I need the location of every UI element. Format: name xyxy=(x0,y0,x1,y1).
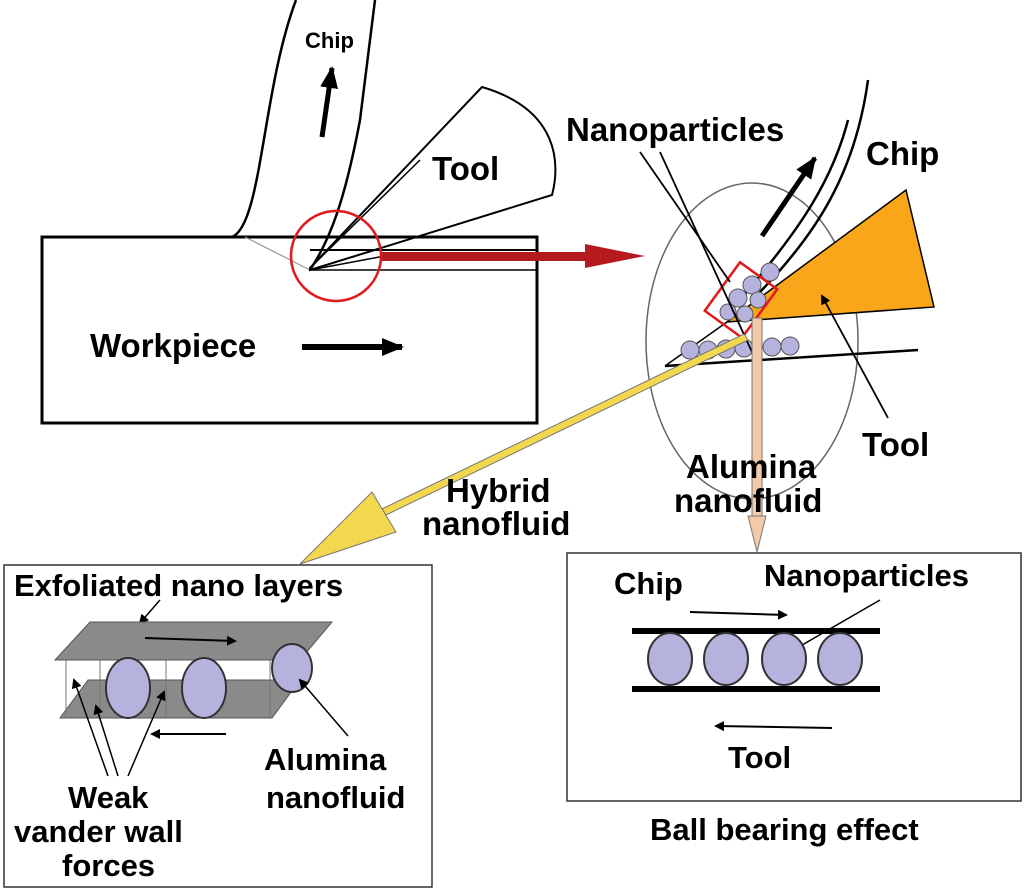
alumina-nanoparticle xyxy=(271,643,313,693)
layer-nanoparticle xyxy=(181,657,227,719)
chip-label-top: Chip xyxy=(305,28,354,53)
weak-forces-label-line1: Weak xyxy=(68,780,149,815)
zoom-workpiece-line xyxy=(664,348,919,368)
chip-outline-right xyxy=(308,0,377,271)
tool-outline xyxy=(309,85,557,272)
zoom-tool-label: Tool xyxy=(862,426,929,463)
bb-nanoparticles-label: Nanoparticles xyxy=(764,558,969,593)
alumina-pointer xyxy=(298,678,349,737)
workpiece-label: Workpiece xyxy=(90,327,256,364)
zoom-nanoparticle xyxy=(728,288,748,308)
bb-chip-label: Chip xyxy=(614,566,683,601)
zoom-nanoparticles-pointer-1 xyxy=(639,151,731,283)
zoom-nanoparticles-label: Nanoparticles xyxy=(566,111,784,148)
zoom-nanoparticle xyxy=(780,336,800,356)
zoom-view: Chip Nanoparticles Tool xyxy=(566,79,939,500)
bb-nanoparticle xyxy=(647,632,693,686)
lower-nano-layer xyxy=(59,679,301,719)
alumina-arrow-head xyxy=(747,515,767,553)
bb-nanoparticle xyxy=(703,632,749,686)
layer-nanoparticle xyxy=(105,657,151,719)
zoom-nanoparticle xyxy=(762,337,782,357)
hybrid-panel-frame xyxy=(3,564,433,888)
chip-flow-arrow xyxy=(319,66,339,138)
zoom-chip-outline-2 xyxy=(759,79,870,293)
bb-tool-label: Tool xyxy=(728,740,791,775)
alumina-label-line1: Alumina xyxy=(264,742,387,777)
magnify-arrow-head xyxy=(585,244,645,268)
weak-forces-label-line2: vander wall xyxy=(14,814,183,849)
workpiece-block xyxy=(40,235,539,425)
hybrid-nanofluid-arrow xyxy=(299,333,749,565)
hybrid-nanofluid-label-line1: Hybrid xyxy=(446,472,551,509)
ball-bearing-panel: Chip Nanoparticles Tool xyxy=(566,552,1022,802)
ball-bearing-caption: Ball bearing effect xyxy=(650,812,919,847)
exfoliated-layers-label: Exfoliated nano layers xyxy=(14,568,343,603)
tool-rake-line xyxy=(309,159,421,269)
zoom-chip-label: Chip xyxy=(866,135,939,172)
bb-nanoparticle xyxy=(761,632,807,686)
zoom-nanoparticle xyxy=(760,262,780,282)
workpiece-group: Chip Tool Workpiece xyxy=(40,0,557,425)
bb-chip-direction-arrow xyxy=(689,609,788,620)
alumina-nanofluid-label-line1: Alumina xyxy=(686,448,817,485)
hybrid-mechanism-panel: Exfoliated nano layers Weak vander wall … xyxy=(3,564,433,888)
bb-nanoparticle xyxy=(817,632,863,686)
upper-layer-slide-arrow xyxy=(144,635,237,646)
weak-forces-pointer-2 xyxy=(93,704,119,777)
shear-plane-line xyxy=(244,236,311,271)
hybrid-nanofluid-label-line2: nanofluid xyxy=(422,505,570,542)
chip-outline-left xyxy=(231,0,298,239)
tool-flank-line xyxy=(309,254,391,271)
bb-tool-direction-arrow xyxy=(714,721,833,732)
zoom-nanoparticle xyxy=(742,275,762,295)
alumina-label-line2: nanofluid xyxy=(266,780,405,815)
zoom-tool-pointer xyxy=(821,294,889,419)
tool-label-top: Tool xyxy=(432,150,499,187)
weak-forces-label-line3: forces xyxy=(62,848,155,883)
cutting-zone-highlight-circle xyxy=(289,209,383,303)
zoom-nanoparticle xyxy=(749,291,767,309)
zoom-nanoparticles-pointer-2 xyxy=(659,151,753,353)
weak-forces-pointer-1 xyxy=(71,678,109,777)
magnify-arrow-shaft xyxy=(382,252,592,261)
zoom-nanoparticle xyxy=(680,340,700,360)
bb-nanoparticles-pointer xyxy=(788,599,881,654)
alumina-nanofluid-arrow xyxy=(747,317,767,553)
hybrid-arrow-head xyxy=(299,491,397,565)
zoom-nanoparticle xyxy=(736,305,754,323)
ball-bearing-panel-frame xyxy=(566,552,1022,802)
magnify-arrow xyxy=(382,244,645,268)
alumina-nanofluid-label-line2: nanofluid xyxy=(674,482,822,519)
zoom-chip-flow-arrow xyxy=(759,156,818,238)
exfoliated-pointer xyxy=(138,599,161,625)
weak-forces-pointer-3 xyxy=(127,690,166,777)
